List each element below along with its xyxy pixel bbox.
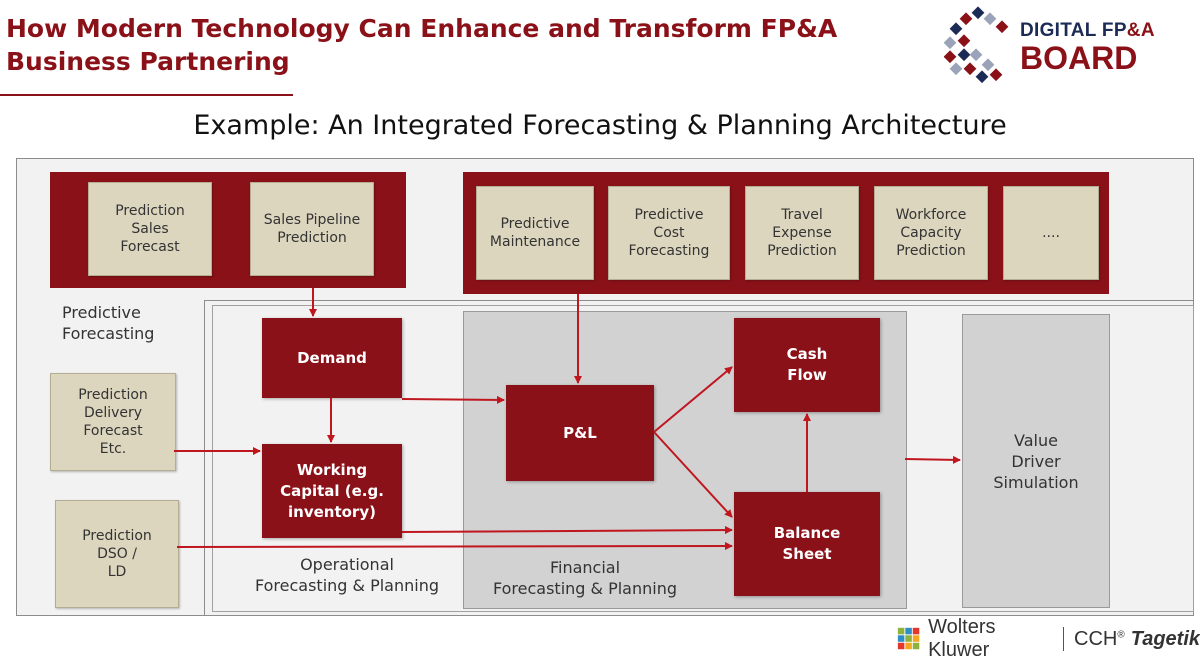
title-line-2: Business Partnering [6, 47, 290, 76]
arrow-to-value-driver [904, 455, 961, 464]
footer-separator [1063, 627, 1065, 651]
value-driver-simulation-box: Value Driver Simulation [962, 314, 1110, 608]
footer-brand: Wolters Kluwer CCH® Tagetik [896, 616, 1200, 661]
prediction-dso-ld-box: Prediction DSO / LD [55, 500, 179, 608]
wolters-kluwer-logo-icon [897, 627, 920, 650]
digital-fpa-board-logo-icon [944, 6, 1009, 84]
arrow-dso-to-bs [176, 542, 733, 551]
title-line-1: How Modern Technology Can Enhance and Tr… [6, 14, 838, 43]
arrow-pl-to-cashflow [653, 366, 733, 433]
financial-forecasting-label: Financial Forecasting & Planning [492, 558, 677, 598]
prediction-delivery-forecast-box: Prediction Delivery Forecast Etc. [50, 373, 176, 471]
diagram-subtitle: Example: An Integrated Forecasting & Pla… [193, 110, 1007, 141]
demand-box: Demand [262, 318, 402, 398]
logo-text-bottom: BOARD [1020, 40, 1138, 76]
tagetik-text: Tagetik [1130, 627, 1200, 650]
cch-text: CCH® [1074, 627, 1125, 650]
arrow-pl-to-bs [653, 431, 733, 518]
balance-sheet-box: Balance Sheet [734, 492, 880, 596]
arrow-demand-to-pl [401, 395, 505, 404]
travel-expense-prediction-box: Travel Expense Prediction [745, 186, 859, 280]
operational-forecasting-label: Operational Forecasting & Planning [254, 555, 439, 595]
pl-box: P&L [506, 385, 654, 481]
more-predictions-box: .... [1003, 186, 1099, 280]
predictive-forecasting-label: Predictive Forecasting [62, 303, 155, 343]
sales-pipeline-prediction-box: Sales Pipeline Prediction [250, 182, 374, 276]
arrow-wc-to-bs [401, 526, 733, 535]
wolters-kluwer-text: Wolters Kluwer [928, 616, 996, 661]
title-underline [0, 94, 293, 96]
predictive-maintenance-box: Predictive Maintenance [476, 186, 594, 280]
workforce-capacity-prediction-box: Workforce Capacity Prediction [874, 186, 988, 280]
page-title: How Modern Technology Can Enhance and Tr… [6, 12, 837, 78]
working-capital-box: Working Capital (e.g. inventory) [262, 444, 402, 538]
prediction-sales-forecast-box: Prediction Sales Forecast [88, 182, 212, 276]
cash-flow-box: Cash Flow [734, 318, 880, 412]
predictive-cost-forecasting-box: Predictive Cost Forecasting [608, 186, 730, 280]
logo-text-top: DIGITAL FP&A [1020, 20, 1155, 41]
